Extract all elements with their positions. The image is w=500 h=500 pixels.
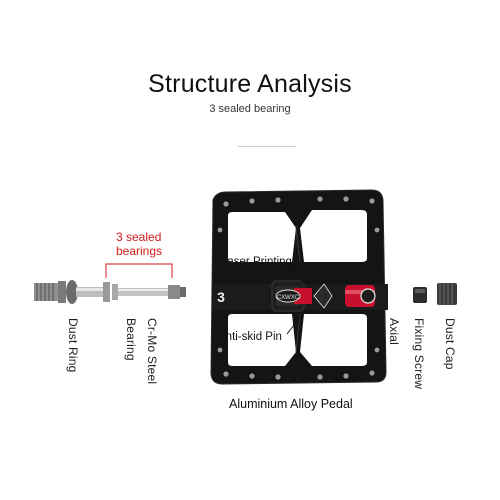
bearings-bracket — [105, 263, 173, 278]
brand-oval — [275, 289, 301, 303]
fixing-screw — [413, 287, 427, 303]
bearings-callout-line2: bearings — [116, 244, 163, 258]
bearings-callout-line1: 3 sealed — [116, 230, 162, 244]
part-dust-ring: Dust Ring — [66, 318, 80, 373]
part-dust-cap: Dust Cap — [443, 318, 457, 370]
page-subtitle: 3 sealed bearing — [209, 103, 291, 115]
part-bearing: Bearing — [124, 318, 138, 361]
page-title: Structure Analysis — [148, 70, 352, 98]
dust-cap — [437, 283, 457, 305]
anti-skid-pin-callout: Anti-skid Pin — [218, 331, 282, 343]
pedal-material-callout: Aluminium Alloy Pedal — [229, 397, 353, 411]
part-fixing-screw: Fixing Screw — [412, 318, 426, 390]
part-cr-mo-steel: Cr-Mo Steel — [145, 318, 159, 385]
brand-logo: CXWXC — [277, 295, 300, 301]
bearing-count-mark: 3 — [217, 289, 225, 305]
laser-printing-callout: Laser Printing — [221, 256, 292, 268]
spindle-assembly — [34, 280, 186, 304]
pedal-body — [210, 189, 388, 385]
part-axial: Axial — [387, 318, 401, 346]
divider — [238, 146, 296, 147]
